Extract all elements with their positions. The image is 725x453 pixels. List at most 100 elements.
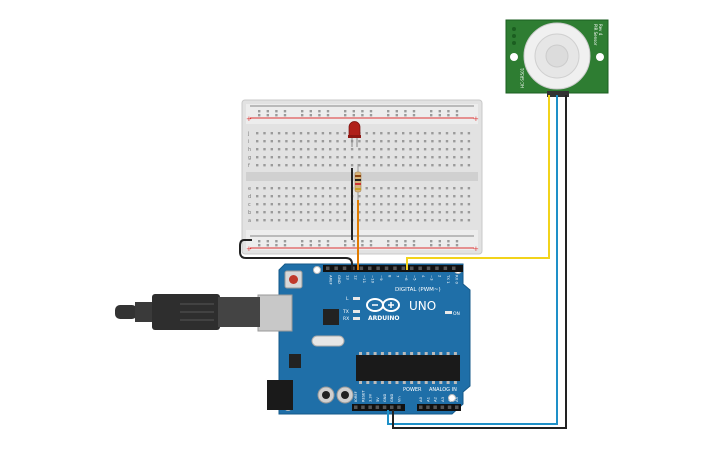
breadboard-hole[interactable] [423,203,427,206]
breadboard-hole[interactable] [336,211,339,214]
breadboard-hole[interactable] [343,195,346,198]
breadboard-hole[interactable] [336,156,339,159]
rail-hole[interactable] [387,244,390,247]
digital-pin[interactable] [376,266,380,271]
breadboard-hole[interactable] [467,187,471,190]
rail-hole[interactable] [344,244,347,247]
rail-hole[interactable] [447,114,450,117]
breadboard-hole[interactable] [365,148,368,151]
analog-pin[interactable] [433,405,437,410]
breadboard-hole[interactable] [416,203,419,206]
rail-hole[interactable] [275,110,278,113]
breadboard-hole[interactable] [350,148,354,151]
breadboard-hole[interactable] [343,132,346,135]
breadboard-hole[interactable] [307,140,310,143]
breadboard-hole[interactable] [431,219,434,222]
breadboard-hole[interactable] [380,187,383,190]
breadboard-hole[interactable] [299,187,303,190]
breadboard-hole[interactable] [394,156,398,159]
breadboard-hole[interactable] [292,187,295,190]
power-pin[interactable] [390,405,394,410]
breadboard-hole[interactable] [321,187,325,190]
breadboard-hole[interactable] [445,203,449,206]
digital-pin[interactable] [326,266,330,271]
breadboard-hole[interactable] [467,140,471,143]
breadboard-hole[interactable] [423,156,427,159]
rail-hole[interactable] [326,110,330,113]
rail-hole[interactable] [412,244,416,247]
power-pin[interactable] [375,405,380,410]
rail-hole[interactable] [412,114,416,117]
rail-hole[interactable] [455,240,459,243]
breadboard-hole[interactable] [307,148,310,151]
breadboard-hole[interactable] [416,164,419,167]
breadboard-hole[interactable] [453,219,456,222]
breadboard-hole[interactable] [380,195,383,198]
breadboard-hole[interactable] [453,132,456,135]
breadboard-hole[interactable] [292,140,295,143]
breadboard-hole[interactable] [387,140,390,143]
breadboard-hole[interactable] [285,219,288,222]
breadboard-hole[interactable] [387,156,390,159]
breadboard-hole[interactable] [329,164,332,167]
breadboard-hole[interactable] [372,187,376,190]
rail-hole[interactable] [412,240,416,243]
digital-pin[interactable] [384,266,389,271]
rail-hole[interactable] [395,240,398,243]
breadboard-hole[interactable] [453,164,456,167]
breadboard-hole[interactable] [372,219,376,222]
rail-hole[interactable] [361,110,364,113]
breadboard-hole[interactable] [453,203,456,206]
rail-hole[interactable] [352,110,355,113]
breadboard-hole[interactable] [394,211,398,214]
rail-hole[interactable] [266,110,269,113]
breadboard-hole[interactable] [299,203,303,206]
breadboard-hole[interactable] [270,187,273,190]
rail-hole[interactable] [404,240,407,243]
breadboard-hole[interactable] [423,187,427,190]
breadboard-hole[interactable] [431,211,434,214]
breadboard-hole[interactable] [263,148,266,151]
breadboard-hole[interactable] [350,156,354,159]
breadboard-hole[interactable] [285,203,288,206]
breadboard-hole[interactable] [438,148,441,151]
breadboard-hole[interactable] [438,195,441,198]
breadboard-hole[interactable] [460,195,463,198]
breadboard-hole[interactable] [256,203,259,206]
analog-pin[interactable] [419,405,423,410]
breadboard-hole[interactable] [343,219,346,222]
breadboard-hole[interactable] [285,156,288,159]
breadboard-hole[interactable] [416,219,419,222]
rail-hole[interactable] [455,244,459,247]
breadboard-hole[interactable] [292,203,295,206]
breadboard-hole[interactable] [409,203,412,206]
breadboard-hole[interactable] [394,148,398,151]
resistor[interactable] [354,164,362,200]
power-pin[interactable] [354,405,358,410]
breadboard-hole[interactable] [256,132,259,135]
breadboard-hole[interactable] [445,219,449,222]
breadboard-hole[interactable] [321,219,325,222]
digital-pin[interactable] [393,266,397,271]
breadboard-hole[interactable] [256,187,259,190]
breadboard-hole[interactable] [372,203,376,206]
breadboard-hole[interactable] [409,140,412,143]
breadboard-hole[interactable] [270,132,273,135]
breadboard-hole[interactable] [460,164,463,167]
breadboard-hole[interactable] [270,164,273,167]
breadboard-hole[interactable] [372,211,376,214]
breadboard-hole[interactable] [431,140,434,143]
breadboard-hole[interactable] [431,132,434,135]
digital-pin[interactable] [334,266,338,271]
breadboard-hole[interactable] [358,156,361,159]
breadboard-hole[interactable] [453,187,456,190]
rail-hole[interactable] [326,244,330,247]
breadboard-hole[interactable] [321,164,325,167]
breadboard-hole[interactable] [467,164,471,167]
breadboard-hole[interactable] [299,211,303,214]
breadboard-hole[interactable] [263,156,266,159]
rail-hole[interactable] [275,244,278,247]
rail-hole[interactable] [309,244,312,247]
breadboard-hole[interactable] [380,148,383,151]
rail-hole[interactable] [369,114,373,117]
